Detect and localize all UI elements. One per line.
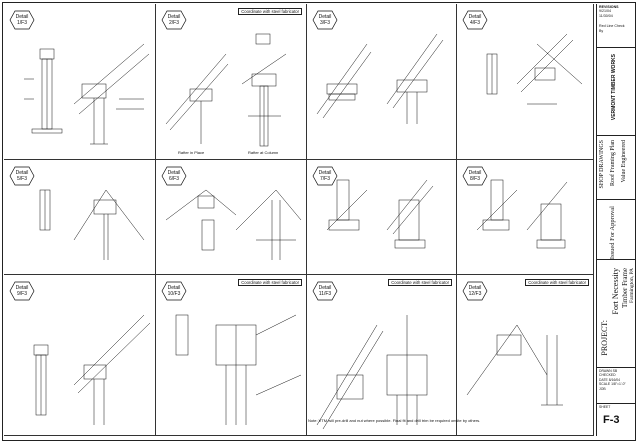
detail-cell-3: Detail 3/F3 — [307, 4, 457, 160]
rafter-at-column-label: Rafter at Column — [248, 150, 279, 155]
detail-10-drawing — [175, 314, 302, 425]
detail-cell-8: Detail 8/F3 — [457, 160, 594, 275]
detail-4-drawing — [486, 33, 583, 105]
detail-word: Detail — [15, 14, 29, 20]
detail-7-drawing — [326, 179, 434, 249]
drawn-box: DRAWN SB CHECKED DATE 8/16/04 SCALE 1/8"… — [597, 368, 636, 404]
issued-box: Issued For Approval — [597, 200, 636, 260]
detail-cell-11: Detail 11/F3 Coordinate with steel fabri… — [307, 275, 457, 436]
detail-ref: 1/F3 — [16, 20, 27, 26]
detail-tag-5: Detail 5/F3 — [9, 166, 35, 186]
detail-cell-6: Detail 6/F3 — [156, 160, 307, 275]
detail-9-drawing — [33, 314, 151, 425]
revisions-box: REVISIONS 9/21/04 11/30/04 Red Line Chec… — [597, 4, 636, 48]
detail-5-drawing — [39, 189, 145, 260]
detail-cell-10: Detail 10/F3 Coordinate with steel fabri… — [156, 275, 307, 436]
company-name: VERMONT TIMBER WORKS — [611, 54, 617, 121]
detail-tag-7: Detail 7/F3 — [312, 166, 338, 186]
detail-tag-4: Detail 4/F3 — [462, 10, 488, 30]
detail-2-drawing — [165, 33, 287, 147]
detail-tag-11: Detail 11/F3 — [312, 281, 338, 301]
sheet-box: SHEET F-3 — [599, 405, 620, 426]
coordinate-note: Coordinate with steel fabricator — [238, 8, 302, 15]
detail-cell-2: Detail 2/F3 Coordinate with steel fabric… — [156, 4, 307, 160]
detail-tag-2: Detail 2/F3 — [161, 10, 187, 30]
company-box: VERMONT TIMBER WORKS — [597, 48, 636, 136]
detail-tag-12: Detail 12/F3 — [462, 281, 488, 301]
detail-11-drawing — [316, 315, 428, 430]
detail-1-drawing — [24, 43, 150, 145]
detail-cell-7: Detail 7/F3 — [307, 160, 457, 275]
detail-cell-4: Detail 4/F3 — [457, 4, 594, 160]
detail-8-drawing — [476, 179, 568, 249]
sheet-border — [2, 2, 636, 441]
detail-tag-6: Detail 6/F3 — [161, 166, 187, 186]
detail-tag-8: Detail 8/F3 — [462, 166, 488, 186]
title-block: REVISIONS 9/21/04 11/30/04 Red Line Chec… — [596, 4, 636, 436]
drawing-type-box: SHOP DRAWINGS Roof Framing Plan Value En… — [597, 136, 636, 200]
detail-cell-9: Detail 9/F3 — [4, 275, 156, 436]
detail-tag-1: Detail 1/F3 — [9, 10, 35, 30]
detail-cell-12: Detail 12/F3 Coordinate with steel fabri… — [457, 275, 594, 436]
detail-grid: Detail 1/F3 — [4, 4, 594, 436]
rafter-in-place-label: Rafter in Place — [178, 150, 205, 155]
detail-cell-1: Detail 1/F3 — [4, 4, 156, 160]
detail-tag-9: Detail 9/F3 — [9, 281, 35, 301]
detail-3-drawing — [316, 33, 444, 124]
detail-6-drawing — [165, 189, 302, 260]
detail-tag-10: Detail 10/F3 — [161, 281, 187, 301]
detail-tag-3: Detail 3/F3 — [312, 10, 338, 30]
project-box: PROJECT: Fort Necessity Timber Frame Far… — [597, 260, 636, 368]
sheet-number: F-3 — [603, 414, 620, 426]
fabrication-note: Note: VTM will pre-drill and nut where p… — [308, 418, 481, 423]
detail-cell-5: Detail 5/F3 — [4, 160, 156, 275]
detail-12-drawing — [466, 324, 563, 406]
